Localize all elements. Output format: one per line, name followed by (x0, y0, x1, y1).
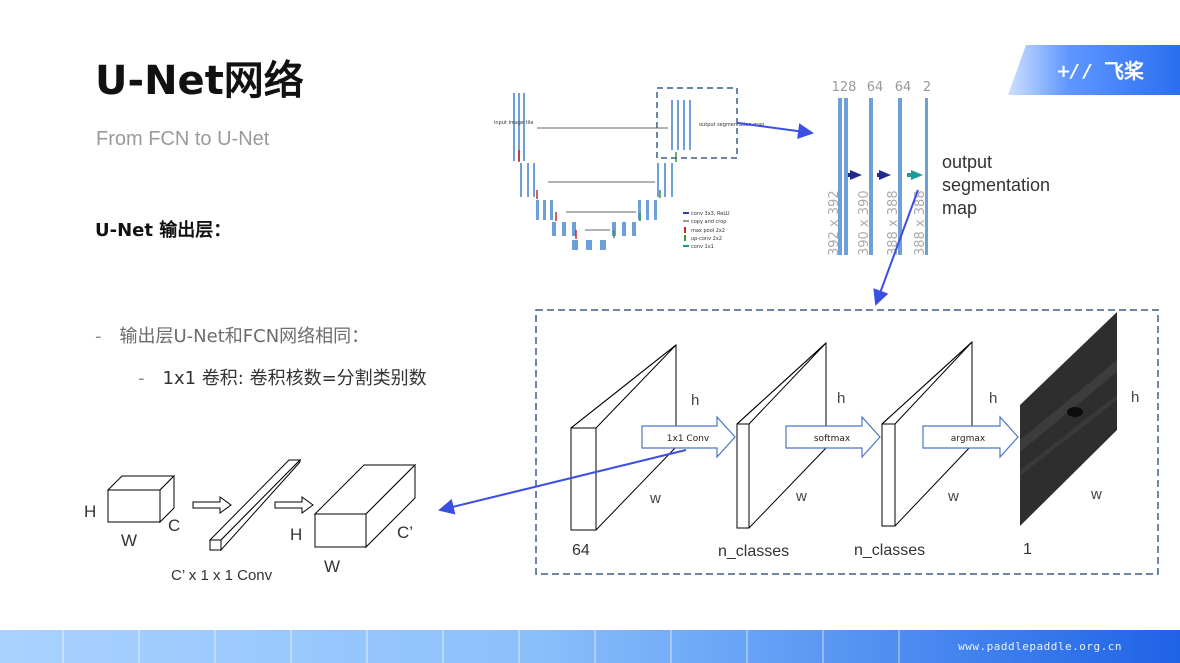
height-label: h (1131, 389, 1139, 406)
conv1x1-arrow-icon (911, 170, 923, 180)
dim-W-output: W (324, 557, 340, 576)
channel-count-2: 64 (867, 80, 884, 95)
legend-swatch-upconv (684, 235, 686, 241)
feature-bar (898, 98, 902, 255)
bullet-marker: - (138, 368, 145, 389)
height-label: h (989, 390, 997, 407)
output-tensor (313, 463, 417, 549)
size-label-3: 388 x 388 (886, 190, 901, 256)
height-label: h (837, 390, 845, 407)
thumb-output-label: output segmentation map (699, 122, 764, 128)
block-label-n-classes-2: n_classes (854, 542, 925, 559)
op-arrow-softmax (785, 415, 881, 459)
width-label: w (649, 490, 661, 507)
output-label-line-1: output (942, 152, 992, 172)
zoom-arrow (737, 122, 814, 140)
dim-W-input: W (121, 531, 137, 550)
dim-Cprime-output: C’ (397, 523, 413, 542)
op-label-softmax: softmax (814, 434, 851, 444)
output-label-line-2: segmentation (942, 175, 1050, 195)
section-heading: U-Net 输出层： (95, 220, 232, 241)
channel-count-1: 128 (832, 80, 857, 95)
legend-conv: conv 3x3, ReLU (691, 211, 730, 217)
block-n-classes-1 (736, 341, 827, 529)
output-zoom: 128 64 64 2 392 x 392 390 x 390 388 x 38… (827, 80, 1050, 256)
channel-count-3: 64 (895, 80, 912, 95)
block-label-1: 1 (1023, 541, 1032, 558)
height-label: h (691, 392, 699, 409)
dim-H-output: H (290, 525, 302, 544)
op-label-argmax: argmax (951, 434, 986, 444)
legend-copy: copy and crop (691, 219, 726, 225)
block-label-n-classes-1: n_classes (718, 543, 789, 560)
slide-subtitle: From FCN to U-Net (96, 128, 270, 150)
bullet-text-2: 1x1 卷积: 卷积核数=分割类别数 (162, 368, 427, 389)
op-label-conv: 1x1 Conv (667, 434, 710, 444)
block-64 (570, 343, 677, 531)
bullet-level-1: -输出层U-Net和FCN网络相同： (95, 322, 369, 348)
footer-band (0, 630, 1180, 663)
zoom-arrow-2 (873, 189, 919, 306)
logo-mark-icon: +/ / (1056, 61, 1092, 82)
legend-conv1x1: conv 1x1 (691, 244, 714, 250)
thumb-input-label: input image tile (494, 120, 533, 126)
legend-upconv: up-conv 2x2 (691, 236, 722, 242)
block-label-64: 64 (572, 542, 590, 559)
size-label-4: 388 x 388 (913, 190, 928, 256)
bullet-level-2: -1x1 卷积: 卷积核数=分割类别数 (138, 364, 427, 390)
width-label: w (947, 488, 959, 505)
kernel-tensor (208, 458, 302, 552)
legend-swatch-conv (683, 212, 689, 214)
unet-thumbnail: input image tile output segmentation map… (494, 87, 764, 250)
bullet-text-1: 输出层U-Net和FCN网络相同： (119, 326, 370, 347)
width-label: w (795, 488, 807, 505)
footer-url[interactable]: www.paddlepaddle.org.cn (958, 640, 1122, 653)
feature-bar (869, 98, 873, 255)
pipeline-blocks (570, 312, 1117, 531)
op-arrow-conv (641, 415, 736, 459)
legend-swatch-conv1x1 (683, 245, 689, 247)
pipeline-box (535, 309, 1159, 575)
diagram-canvas: input image tile output segmentation map… (84, 80, 1159, 584)
output-label-line-3: map (942, 198, 977, 218)
size-label-2: 390 x 390 (857, 190, 872, 256)
width-label: w (1090, 486, 1102, 503)
legend-pool: max pool 2x2 (691, 228, 725, 234)
feature-bar (838, 98, 842, 255)
op-arrow-argmax (922, 415, 1019, 459)
conv-diagram (106, 458, 417, 552)
slide-title: U-Net网络 (95, 58, 304, 104)
thumb-legend: conv 3x3, ReLU copy and crop max pool 2x… (683, 211, 730, 250)
conv-arrow-icon (850, 170, 862, 180)
feature-bar (844, 98, 848, 255)
conv-arrow-icon (879, 170, 891, 180)
legend-swatch-copy (683, 220, 689, 222)
arrow-right-icon (192, 496, 232, 514)
segmentation-map-block (1020, 312, 1117, 526)
paddle-logo: +/ / 飞桨 (1008, 45, 1180, 95)
bullet-marker: - (95, 326, 102, 347)
input-tensor (106, 474, 176, 524)
channel-count-4: 2 (923, 80, 931, 95)
dim-C-input: C (168, 516, 180, 535)
feature-bar (925, 98, 928, 255)
dim-H-input: H (84, 502, 96, 521)
logo-text: 飞桨 (1104, 59, 1145, 83)
kernel-label: C’ x 1 x 1 Conv (171, 567, 273, 584)
arrow-right-icon (274, 496, 314, 514)
size-label-1: 392 x 392 (827, 190, 842, 256)
conv-link-arrow (438, 449, 687, 515)
thumb-highlight-box (656, 87, 738, 159)
legend-swatch-pool (684, 227, 686, 233)
